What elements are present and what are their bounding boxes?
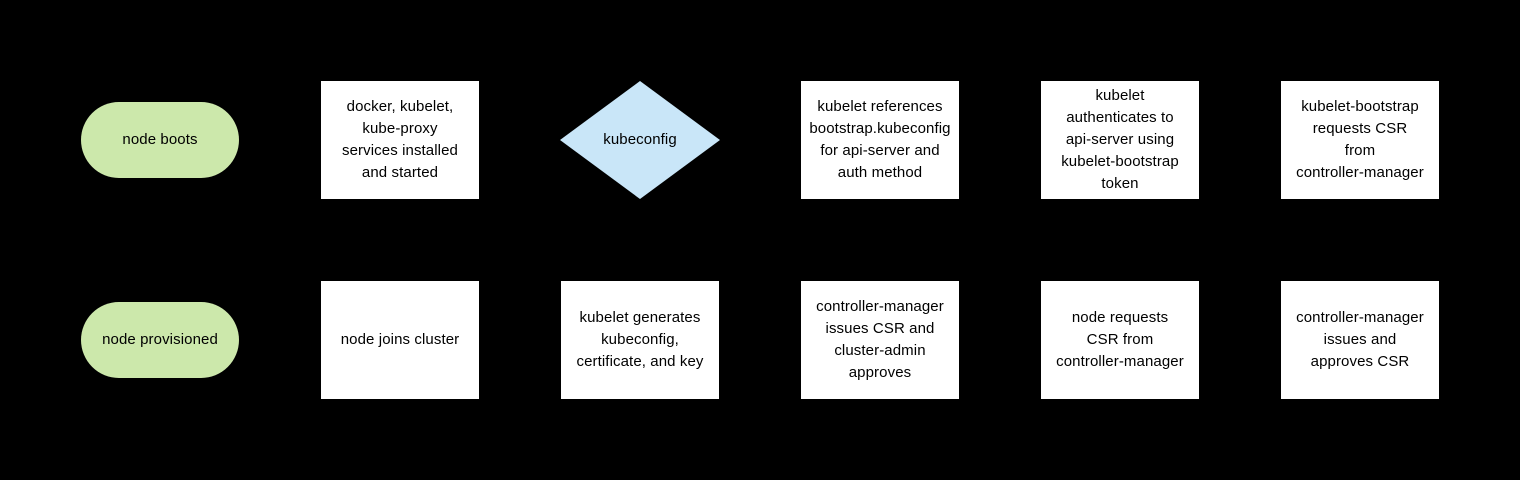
flow-node-kubelet-generates[interactable]: kubelet generates kubeconfig, certificat…: [561, 281, 719, 399]
flow-node-services-installed[interactable]: docker, kubelet, kube-proxy services ins…: [321, 81, 479, 199]
node-label: kubelet references bootstrap.kubeconfig …: [809, 98, 951, 181]
node-label: node joins cluster: [340, 331, 460, 348]
flow-node-node-joins-cluster[interactable]: node joins cluster: [321, 281, 479, 399]
flow-node-node-requests-csr[interactable]: node requests CSR from controller-manage…: [1041, 281, 1199, 399]
node-label: kubelet generates kubeconfig, certificat…: [576, 309, 704, 370]
flow-node-cm-issues-csr[interactable]: controller-manager issues CSR and cluste…: [801, 281, 959, 399]
node-label: controller-manager issues and approves C…: [1296, 309, 1424, 370]
flow-node-kubeconfig-decision[interactable]: kubeconfig: [560, 81, 720, 199]
flow-node-node-provisioned[interactable]: node provisioned: [81, 302, 239, 378]
flow-node-node-boots[interactable]: node boots: [81, 102, 239, 178]
node-label: node requests CSR from controller-manage…: [1056, 309, 1184, 370]
node-label: node boots: [122, 131, 198, 148]
node-label: kubeconfig: [603, 131, 677, 148]
flow-node-kubelet-references[interactable]: kubelet references bootstrap.kubeconfig …: [801, 81, 959, 199]
node-label: node provisioned: [102, 331, 218, 348]
flow-node-kubelet-authenticates[interactable]: kubelet authenticates to api-server usin…: [1041, 81, 1199, 199]
node-label: docker, kubelet, kube-proxy services ins…: [341, 98, 458, 181]
node-label: controller-manager issues CSR and cluste…: [816, 298, 944, 381]
flow-node-cm-issues-approves[interactable]: controller-manager issues and approves C…: [1281, 281, 1439, 399]
node-label: kubelet authenticates to api-server usin…: [1061, 87, 1179, 192]
flow-node-bootstrap-requests-csr[interactable]: kubelet-bootstrap requests CSR from cont…: [1281, 81, 1439, 199]
node-label: kubelet-bootstrap requests CSR from cont…: [1296, 98, 1424, 181]
